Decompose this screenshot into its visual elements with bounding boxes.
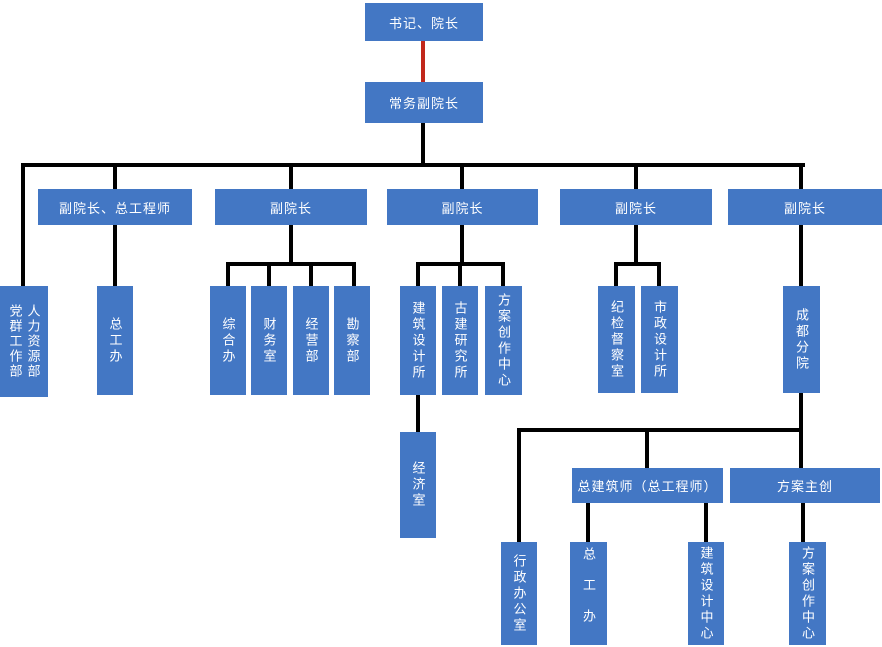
connector-branch3-horizontal (416, 262, 505, 266)
connector-drop-chief-architect (645, 432, 649, 468)
connector-archdesign-economy (416, 395, 420, 432)
connector-vp1-chiefengoffice (113, 225, 117, 286)
connector-drop-municipal-design (657, 266, 661, 286)
connector-drop-scheme-creation (501, 266, 505, 286)
connector-president-execvp-red (421, 41, 425, 82)
connector-drop-vp5 (799, 167, 803, 189)
connector-chengdu-riser (799, 393, 803, 428)
node-scheme-creation-center: 方案创作中心 (485, 286, 522, 395)
node-general-office: 综合办 (210, 286, 246, 395)
node-vp-3: 副院长 (387, 189, 538, 225)
node-vp-chief-engineer: 副院长、总工程师 (38, 189, 192, 225)
node-party-mass-dept: 党群工作部 (7, 304, 23, 379)
node-chengdu-branch: 成都分院 (783, 286, 820, 393)
node-municipal-design-institute: 市政设计所 (641, 286, 678, 393)
connector-drop-ancient-arch (458, 266, 462, 286)
node-hr-dept: 人力资源部 (25, 304, 41, 379)
node-ancient-arch-institute: 古建研究所 (442, 286, 478, 395)
node-scheme-lead: 方案主创 (730, 468, 880, 503)
connector-execvp-riser (421, 123, 425, 165)
connector-branch2-horizontal (226, 262, 356, 266)
node-finance-office: 财务室 (251, 286, 287, 395)
connector-drop-scheme-lead (799, 432, 803, 468)
connector-chengdu-horizontal (517, 428, 803, 432)
node-president: 书记、院长 (365, 3, 483, 41)
connector-schemelead-schemecenter (801, 503, 805, 542)
connector-drop-discipline-office (614, 266, 618, 286)
node-discipline-inspection-office: 纪检督察室 (598, 286, 635, 393)
connector-main-horizontal (21, 163, 805, 167)
node-arch-design-institute: 建筑设计所 (400, 286, 436, 395)
connector-vp2-riser (289, 225, 293, 262)
connector-chiefarch-archdesigncenter (704, 503, 708, 542)
connector-drop-admin-office (517, 432, 521, 542)
connector-branch4-horizontal (614, 262, 661, 266)
node-vp-2: 副院长 (215, 189, 367, 225)
node-operations-dept: 经营部 (293, 286, 329, 395)
connector-drop-vp3 (460, 167, 464, 189)
connector-drop-party-hr (21, 167, 25, 286)
connector-vp4-riser (634, 225, 638, 262)
connector-drop-vp2 (289, 167, 293, 189)
connector-drop-arch-design-institute (416, 266, 420, 286)
connector-drop-general-office (226, 266, 230, 286)
node-party-mass-and-hr: 党群工作部 人力资源部 (0, 286, 48, 397)
connector-vp5-chengdu (799, 225, 803, 286)
connector-vp3-riser (460, 225, 464, 262)
connector-drop-vp4 (634, 167, 638, 189)
connector-chiefarch-chiefengoffice2 (586, 503, 590, 542)
node-arch-design-center: 建筑设计中心 (688, 542, 724, 645)
node-executive-vp: 常务副院长 (365, 82, 483, 123)
connector-drop-vp1 (113, 167, 117, 189)
node-vp-5: 副院长 (728, 189, 882, 225)
node-vp-4: 副院长 (560, 189, 712, 225)
node-chief-architect: 总建筑师（总工程师） (572, 468, 723, 503)
connector-drop-finance-office (267, 266, 271, 286)
node-chief-eng-office-2: 总工办 (570, 542, 607, 645)
node-admin-office: 行政办公室 (501, 542, 537, 645)
node-survey-dept: 勘察部 (334, 286, 370, 395)
node-chief-eng-office: 总工办 (97, 286, 133, 395)
node-economy-office: 经济室 (400, 432, 436, 538)
connector-drop-survey-dept (352, 266, 356, 286)
connector-drop-operations-dept (309, 266, 313, 286)
node-scheme-creation-center-2: 方案创作中心 (789, 542, 826, 645)
